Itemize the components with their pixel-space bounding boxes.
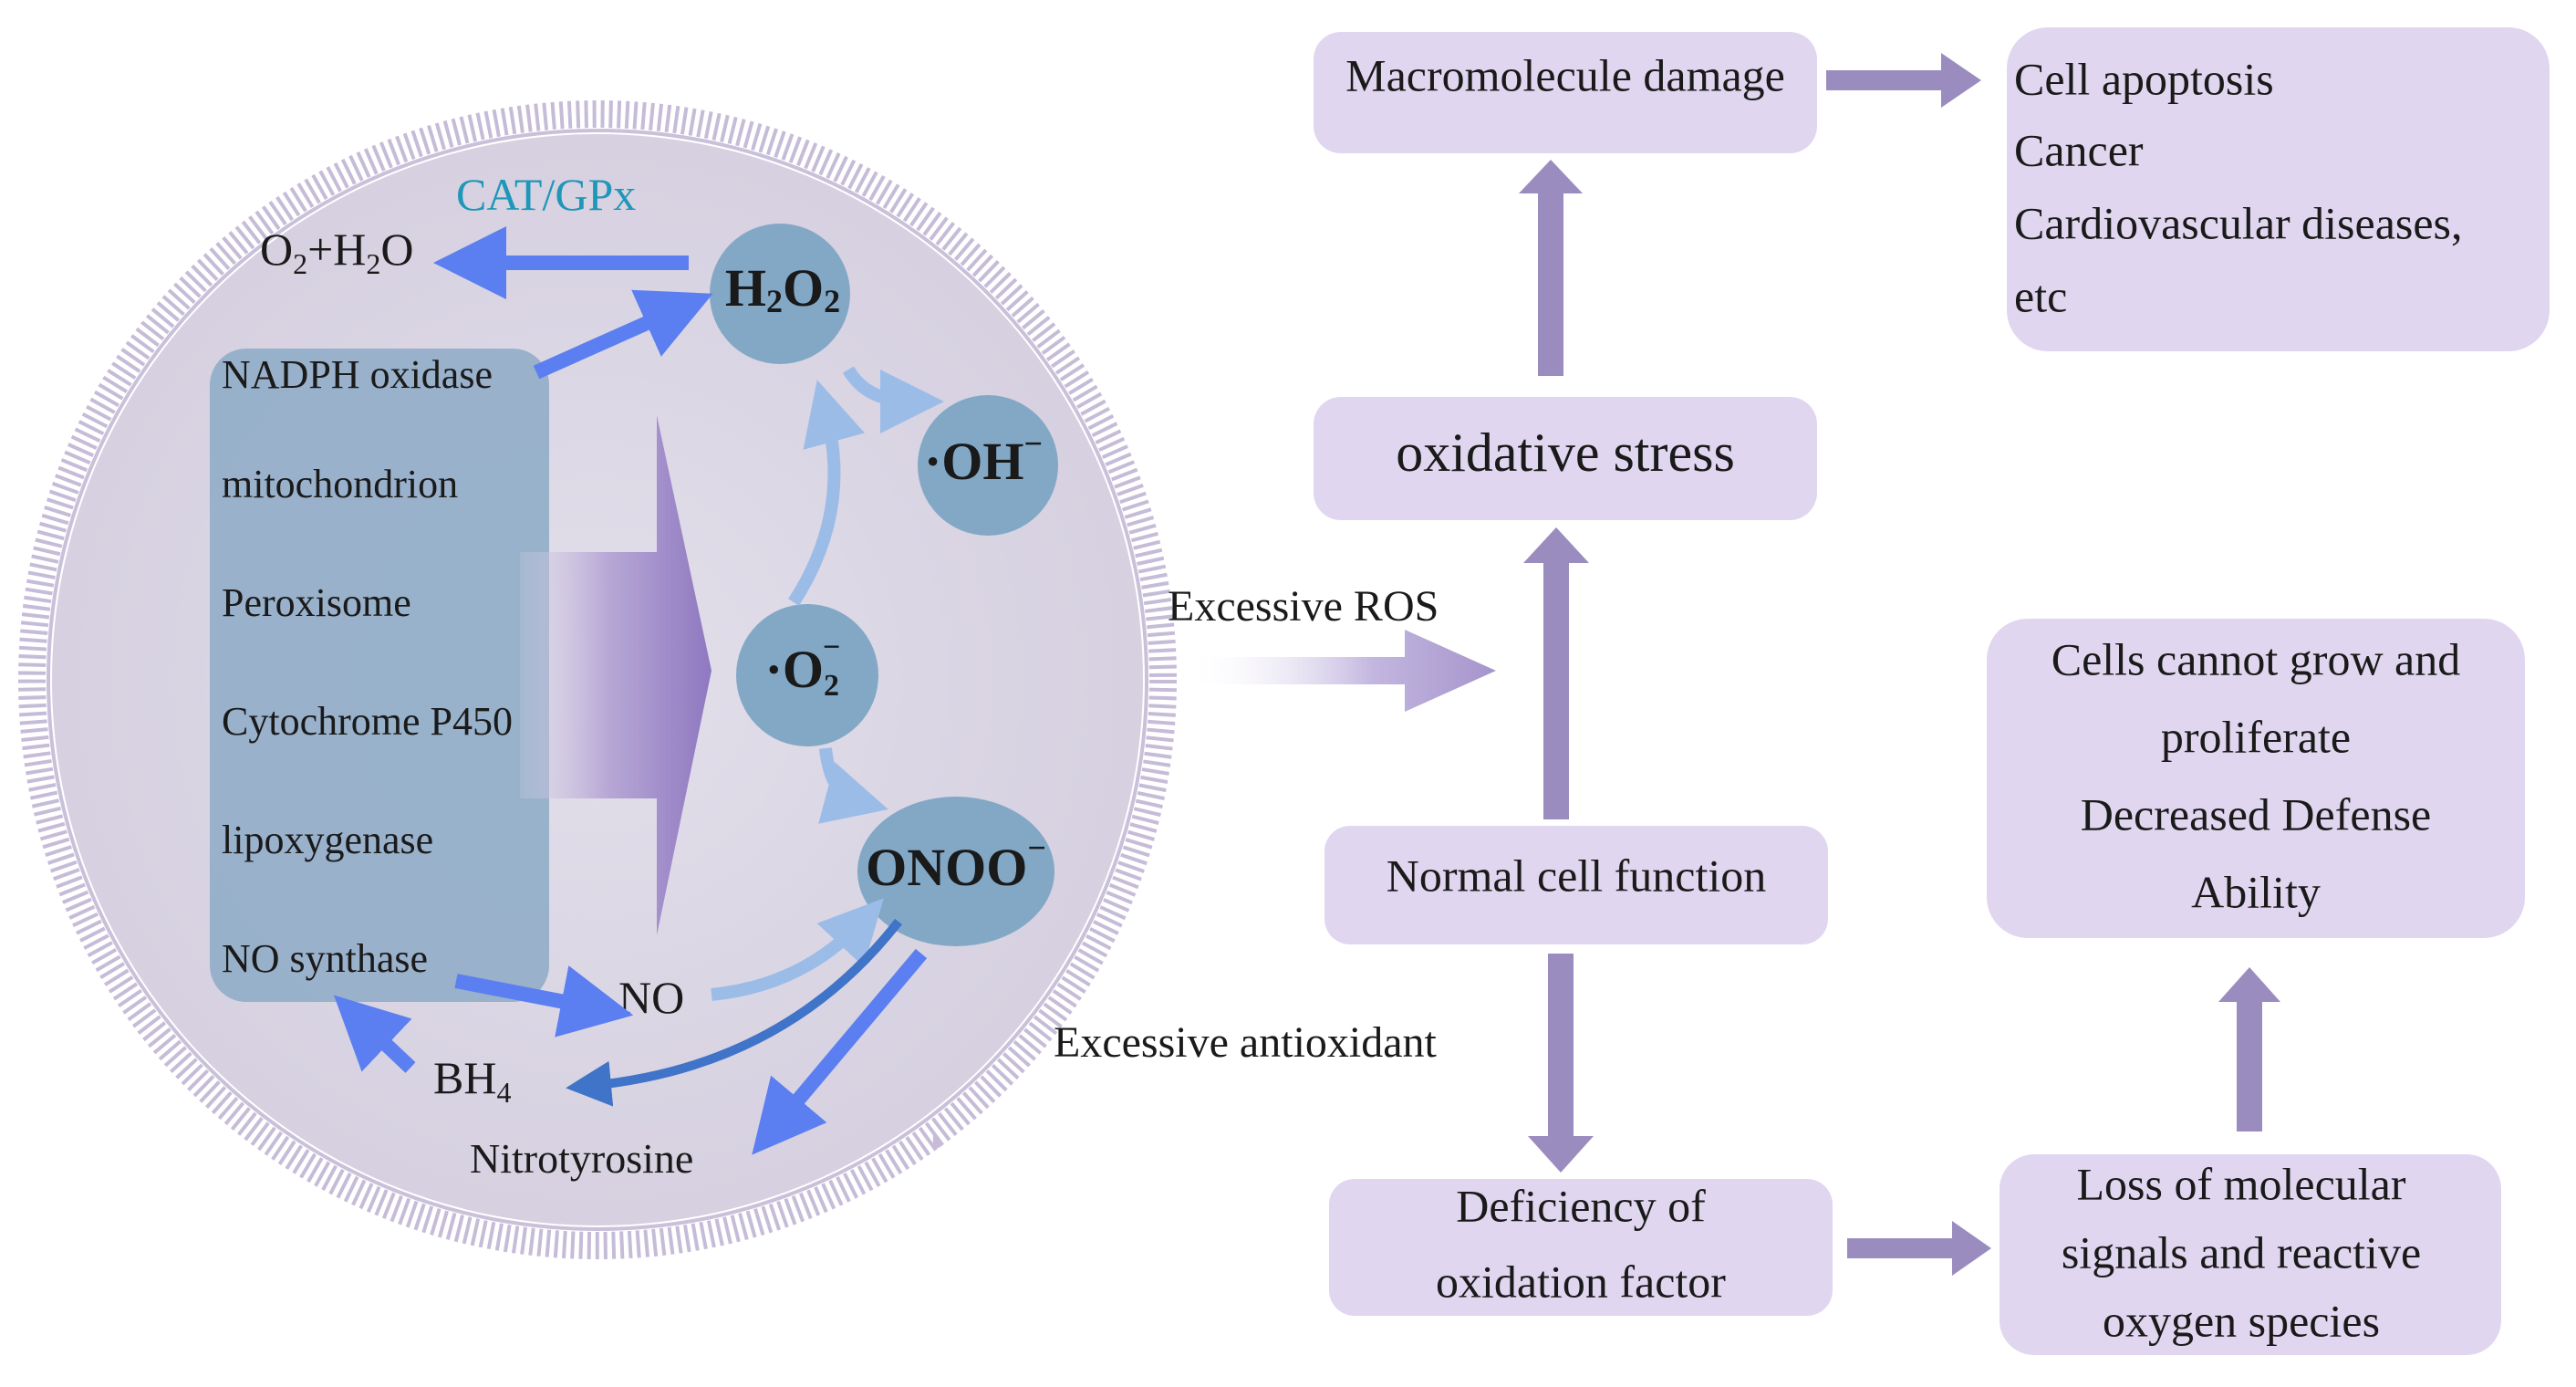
- box-deficiency-line2: oxidation factor: [1436, 1256, 1726, 1307]
- no-label: NO: [618, 972, 684, 1023]
- arrow-nadph-to-h2o2: [533, 289, 713, 380]
- source-nadph-oxidase: NADPH oxidase: [222, 352, 493, 397]
- box-normal-cell-function-text: Normal cell function: [1387, 850, 1767, 901]
- superoxide-node: [736, 604, 878, 746]
- bh4-label: BH4: [433, 1052, 511, 1109]
- source-no-synthase: NO synthase: [222, 936, 428, 981]
- arrow-h2o2-to-hydroxyl: [842, 366, 944, 433]
- box-cells-cannot: [1987, 619, 2525, 938]
- excessive-ros-label: Excessive ROS: [1168, 582, 1439, 631]
- h2o2-node: [710, 224, 850, 364]
- enzyme-label: CAT/GPx: [456, 169, 636, 220]
- arrow-peroxynitrite-to-bh4: [566, 918, 902, 1107]
- peroxynitrite-node: [857, 797, 1054, 946]
- arrow-no-to-peroxynitrite: [711, 898, 884, 1001]
- outcome-etc: etc: [2014, 270, 2067, 321]
- box-oxidative-stress: [1314, 397, 1817, 520]
- box-cells-cannot-line4: Ability: [2191, 866, 2321, 917]
- box-deficiency-line1: Deficiency of: [1456, 1180, 1706, 1231]
- box-outcomes: [2007, 27, 2550, 351]
- cell-membrane-inner: [47, 129, 1148, 1231]
- source-mitochondrion: mitochondrion: [222, 462, 458, 506]
- box-oxidative-stress-text: oxidative stress: [1396, 422, 1735, 483]
- box-cells-cannot-line3: Decreased Defense: [2081, 788, 2431, 840]
- box-macromolecule-damage-text: Macromolecule damage: [1345, 49, 1785, 100]
- arrow-stress-to-damage: [1519, 160, 1583, 376]
- arrow-superoxide-to-h2o2: [788, 380, 865, 606]
- box-normal-cell-function: [1324, 826, 1828, 944]
- box-loss-signals-line3: oxygen species: [2103, 1295, 2380, 1346]
- arrow-loss-to-cells-cannot: [2218, 967, 2280, 1132]
- outcome-cardiovascular: Cardiovascular diseases,: [2014, 197, 2463, 248]
- box-loss-signals-line2: signals and reactive: [2062, 1226, 2421, 1278]
- source-peroxisome: Peroxisome: [222, 580, 411, 625]
- box-loss-signals-line1: Loss of molecular: [2076, 1158, 2405, 1209]
- box-deficiency: [1329, 1179, 1833, 1316]
- flow-panel: Excessive ROS Macromolecule damage Cell …: [1054, 27, 2550, 1355]
- arrow-peroxynitrite-to-nitrotyrosine: [752, 948, 928, 1155]
- cell: NADPH oxidase mitochondrion Peroxisome C…: [18, 100, 1177, 1259]
- hydroxyl-node: [918, 395, 1058, 536]
- box-cells-cannot-line2: proliferate: [2161, 711, 2351, 762]
- box-loss-signals: [2000, 1154, 2501, 1355]
- cell-membrane: [18, 100, 1177, 1259]
- superoxide-label: ·O2−: [765, 631, 841, 703]
- arrow-bh4-to-nos: [333, 995, 416, 1073]
- arrow-damage-to-outcomes: [1826, 53, 1981, 108]
- arrow-normal-to-deficiency: [1528, 954, 1594, 1173]
- excessive-ros-arrow: [1186, 630, 1496, 712]
- excessive-antioxidant-label: Excessive antioxidant: [1054, 1018, 1438, 1067]
- outcome-cell-apoptosis: Cell apoptosis: [2014, 53, 2274, 104]
- box-macromolecule-damage: [1314, 32, 1817, 153]
- outcome-cancer: Cancer: [2014, 124, 2144, 175]
- ros-generation-arrow: [520, 415, 712, 935]
- source-lipoxygenase: lipoxygenase: [222, 818, 433, 862]
- ros-source-panel: [210, 349, 549, 1002]
- water-oxygen-label: O2+H2O: [260, 224, 414, 280]
- nitrotyrosine-label: Nitrotyrosine: [470, 1135, 693, 1182]
- source-cytochrome-p450: Cytochrome P450: [222, 699, 513, 744]
- arrow-deficiency-to-loss: [1847, 1221, 1991, 1276]
- h2o2-label: H2O2: [725, 258, 840, 319]
- box-cells-cannot-line1: Cells cannot grow and: [2051, 633, 2461, 684]
- arrow-nos-to-no: [454, 965, 634, 1038]
- arrow-normal-to-stress: [1523, 527, 1589, 819]
- arrow-superoxide-to-peroxynitrite: [818, 747, 888, 824]
- hydroxyl-label: ·OH−: [924, 425, 1043, 491]
- peroxynitrite-label: ONOO−: [866, 829, 1046, 897]
